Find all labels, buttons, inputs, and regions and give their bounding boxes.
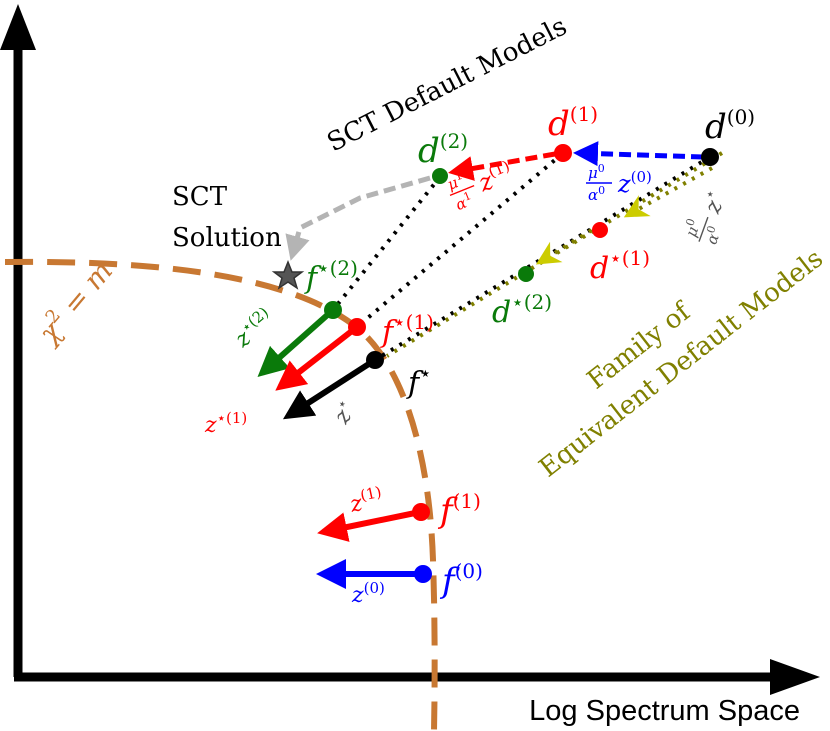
svg-text:μ1: μ1 bbox=[444, 169, 467, 194]
x-axis-arrowhead bbox=[770, 659, 820, 695]
label-d0: d(0) bbox=[705, 105, 755, 147]
label-fs1: f⋆(1) bbox=[380, 310, 434, 350]
point-d1 bbox=[554, 144, 572, 162]
label-z-0: z(0) bbox=[351, 579, 385, 608]
label-f0: f(0) bbox=[439, 559, 483, 601]
arrow-z-star bbox=[282, 357, 377, 420]
point-f0 bbox=[414, 565, 432, 583]
arrow-z-s2 bbox=[257, 307, 335, 377]
label-f1: f(1) bbox=[437, 489, 481, 531]
svg-text:α0: α0 bbox=[588, 184, 605, 204]
label-z-s1: z⋆(1) bbox=[204, 409, 247, 438]
point-d2 bbox=[432, 168, 448, 184]
arrow-d2-solution bbox=[285, 175, 431, 261]
label-family-2: Equivalent Default Models bbox=[534, 244, 829, 484]
family-arrow-2 bbox=[535, 223, 602, 265]
fraction-mu0-alpha0-zstar: μ0 α0 z⋆ bbox=[682, 187, 732, 247]
label-z-1: z(1) bbox=[346, 483, 385, 518]
arrow-d0-d1 bbox=[573, 141, 704, 167]
y-axis-arrowhead bbox=[0, 4, 36, 50]
label-d2: d(2) bbox=[418, 129, 468, 171]
label-z-star: z⋆ bbox=[326, 395, 362, 429]
label-z-s2: z⋆(2) bbox=[227, 303, 279, 353]
point-d0 bbox=[701, 148, 719, 166]
arrow-z-s1 bbox=[275, 324, 359, 391]
svg-text:z(0): z(0) bbox=[617, 168, 652, 198]
label-sct-solution-2: Solution bbox=[172, 223, 282, 253]
axes: Log Spectrum Space bbox=[0, 4, 820, 727]
label-d1: d(1) bbox=[548, 102, 598, 144]
label-fstar: f⋆ bbox=[406, 361, 432, 401]
label-fs2: f⋆(2) bbox=[304, 256, 358, 296]
point-fstar bbox=[366, 351, 384, 369]
svg-text:z⋆: z⋆ bbox=[696, 187, 732, 218]
x-axis-label: Log Spectrum Space bbox=[529, 695, 800, 727]
label-sct-solution-1: SCT bbox=[172, 182, 228, 212]
point-ds2 bbox=[518, 266, 534, 282]
fraction-mu0-alpha0: μ0 α0 z(0) bbox=[586, 162, 652, 204]
label-ds2: d⋆(2) bbox=[492, 290, 552, 330]
svg-text:α1: α1 bbox=[452, 189, 475, 214]
sct-solution-star-icon bbox=[271, 259, 305, 290]
constraint-label: χ2 = m bbox=[29, 253, 119, 351]
point-ds1 bbox=[592, 222, 608, 238]
svg-text:μ0: μ0 bbox=[588, 162, 605, 182]
dotted-d2-fs2 bbox=[331, 175, 442, 312]
point-fs1 bbox=[348, 318, 366, 336]
point-f1 bbox=[412, 503, 430, 521]
constraint-curve bbox=[4, 258, 438, 731]
label-ds1: d⋆(1) bbox=[590, 246, 650, 286]
svg-text:α0: α0 bbox=[701, 224, 726, 247]
arrow-z-1 bbox=[317, 509, 421, 542]
point-fs2 bbox=[324, 301, 342, 319]
family-arrow-1 bbox=[623, 166, 713, 218]
